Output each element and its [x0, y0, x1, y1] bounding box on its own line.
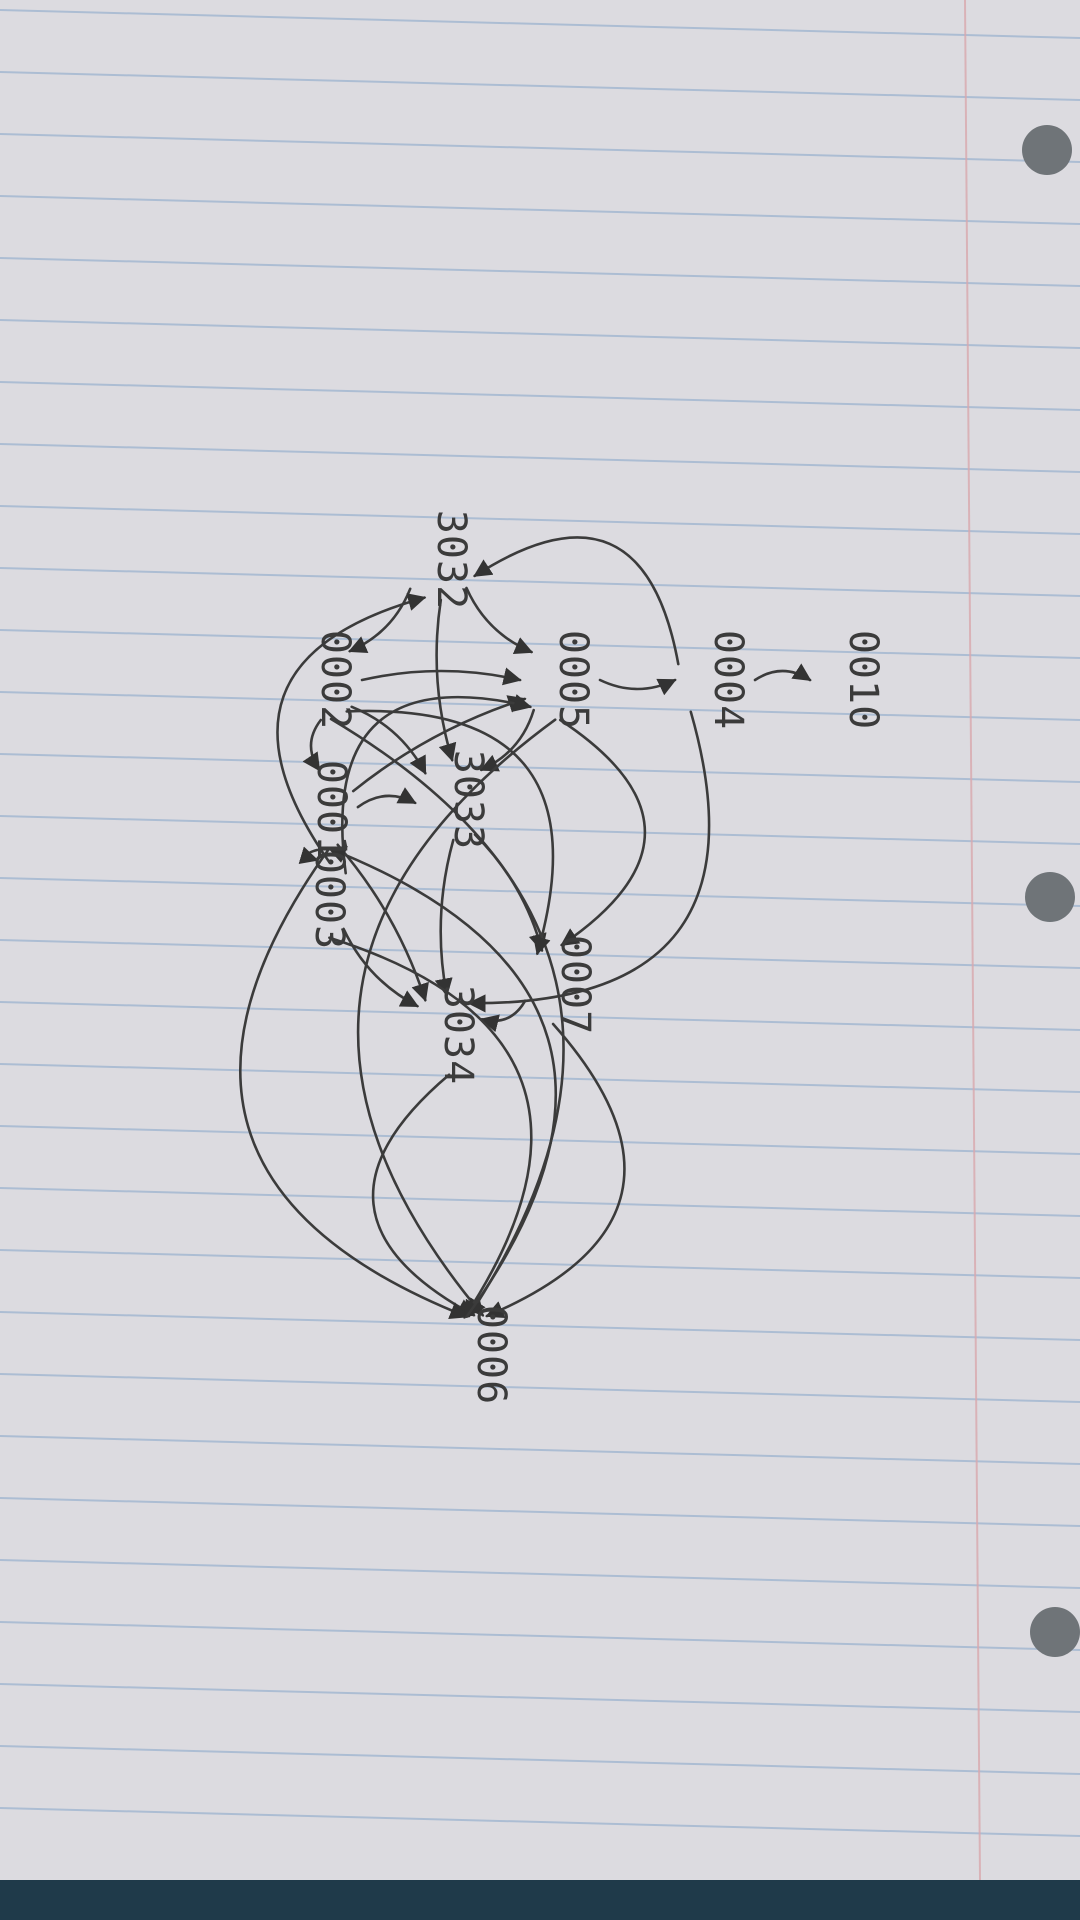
ruled-line — [0, 71, 1080, 101]
edge-3032-to-0005 — [465, 586, 534, 654]
node-0001: 0001 — [308, 760, 354, 860]
node-0003: 0003 — [306, 850, 352, 950]
ruled-line — [0, 691, 1080, 721]
ruled-line — [0, 319, 1080, 349]
edge-0005-to-0004 — [598, 678, 677, 696]
edge-0003-to-3034 — [342, 927, 420, 1008]
ruled-line — [0, 9, 1080, 39]
node-0004: 0004 — [705, 630, 751, 730]
node-3032: 3032 — [428, 510, 474, 610]
edge-3034-to-0006 — [371, 1073, 476, 1317]
punch-hole-top — [1022, 125, 1072, 175]
ruled-line — [0, 257, 1080, 287]
edge-3032-to-3033 — [435, 598, 457, 762]
ruled-line — [0, 815, 1080, 845]
edge-0002-to-0007 — [345, 709, 555, 956]
edge-0007-to-0006 — [485, 1022, 626, 1319]
ruled-line — [0, 1311, 1080, 1341]
edge-0003-to-0005 — [341, 694, 533, 875]
ruled-line — [0, 1621, 1080, 1651]
ruled-lines — [0, 9, 1080, 1837]
notebook-paper — [0, 0, 1080, 1881]
ruled-line — [0, 1125, 1080, 1155]
node-3034: 3034 — [435, 985, 481, 1085]
node-0006: 0006 — [468, 1305, 514, 1405]
ruled-line — [0, 629, 1080, 659]
ruled-line — [0, 1559, 1080, 1589]
ruled-line — [0, 195, 1080, 225]
margin-line — [964, 0, 981, 1881]
ruled-line — [0, 753, 1080, 783]
edge-0005-to-0007 — [559, 718, 647, 947]
node-0010: 0010 — [840, 630, 886, 730]
ruled-line — [0, 1807, 1080, 1837]
ruled-line — [0, 1249, 1080, 1279]
edge-0002-to-0005 — [360, 667, 522, 686]
edge-0004-to-3032 — [473, 536, 680, 666]
ruled-line — [0, 567, 1080, 597]
punch-hole-middle — [1025, 872, 1075, 922]
edge-0002-to-0001 — [302, 718, 323, 772]
edge-0004-to-3034 — [467, 710, 711, 1013]
ruled-line — [0, 1435, 1080, 1465]
edge-0001-to-0005 — [351, 695, 527, 793]
ruled-line — [0, 1497, 1080, 1527]
edge-0007-to-3034 — [480, 999, 527, 1033]
node-layer: 3032 0005 0004 0010 0002 3033 0001 0007 … — [306, 510, 886, 1405]
edge-0001-to-0006 — [239, 847, 469, 1320]
edge-0002-to-0006 — [329, 717, 565, 1318]
edge-0001-to-3033 — [356, 787, 417, 809]
edge-0003-to-0006 — [328, 936, 533, 1319]
ruled-line — [0, 1683, 1080, 1713]
edge-0005-to-0006 — [356, 718, 557, 1317]
ruled-line — [0, 505, 1080, 535]
ruled-line — [0, 381, 1080, 411]
node-0005: 0005 — [550, 630, 596, 730]
ruled-line — [0, 877, 1080, 907]
edge-0001-to-0003 — [298, 846, 319, 864]
node-3033: 3033 — [445, 750, 491, 850]
edge-3033-to-3034 — [434, 838, 455, 997]
edge-0006-to-0001 — [327, 845, 557, 1318]
edge-0001-to-3034 — [336, 843, 429, 1002]
node-0007: 0007 — [552, 935, 598, 1035]
node-0002: 0002 — [312, 630, 358, 730]
punch-hole-bottom — [1030, 1607, 1080, 1657]
ruled-line — [0, 443, 1080, 473]
edge-0005-to-3033 — [479, 708, 535, 772]
edge-layer — [239, 536, 812, 1320]
ruled-line — [0, 1745, 1080, 1775]
ruled-line — [0, 1187, 1080, 1217]
ruled-line — [0, 1373, 1080, 1403]
edge-0004-to-0010 — [753, 663, 812, 682]
edge-0003-to-3032 — [276, 593, 427, 864]
ruled-line — [0, 1063, 1080, 1093]
ruled-line — [0, 133, 1080, 163]
